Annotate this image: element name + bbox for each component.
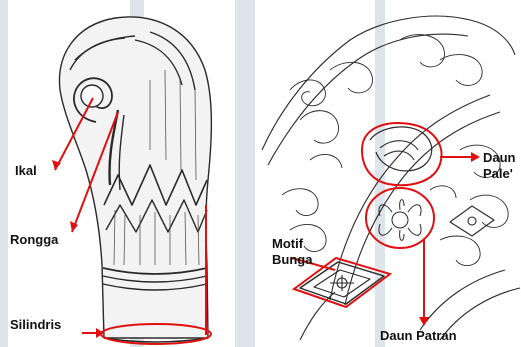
label-rongga: Rongga xyxy=(10,233,58,247)
curl-center xyxy=(81,85,103,107)
label-motif-bunga-line2: Bunga xyxy=(272,253,312,267)
pale-outline xyxy=(362,123,442,185)
hilt-drawing xyxy=(59,17,211,342)
pale-arrowhead xyxy=(471,152,480,162)
label-ikal: Ikal xyxy=(15,164,37,178)
label-silindris: Silindris xyxy=(10,318,61,332)
label-daun-pale-line1: Daun xyxy=(483,151,516,165)
patran-flower-drawing xyxy=(379,200,421,241)
label-daun-pale-line2: Pale' xyxy=(483,167,513,181)
label-daun-patran: Daun Patran xyxy=(380,329,457,343)
rongga-arrowhead xyxy=(70,221,78,232)
patran-arrowhead xyxy=(419,317,429,326)
label-motif-bunga-line1: Motif xyxy=(272,237,303,251)
